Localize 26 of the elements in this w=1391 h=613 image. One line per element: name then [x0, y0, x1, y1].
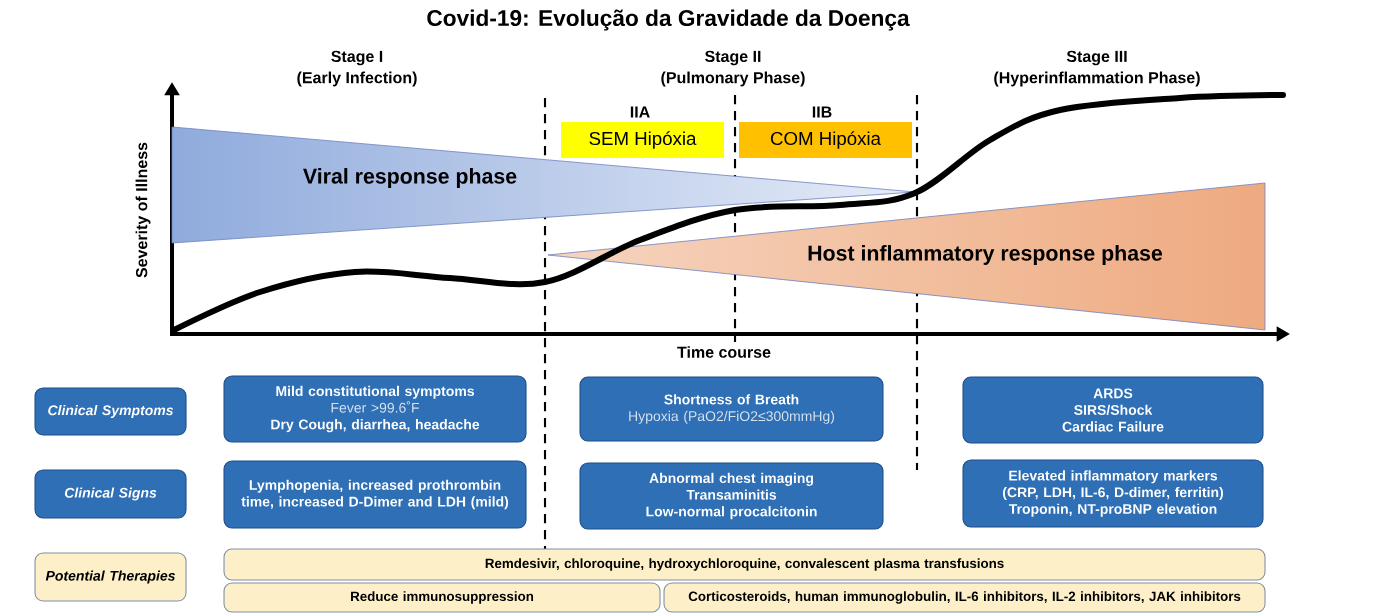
substage-label: IIA [630, 106, 650, 118]
finding-box: Lymphopenia, increased prothrombin time, increased D-Dimer and LDH (mild) [223, 460, 527, 529]
row-heading-box: Clinical Signs [34, 469, 187, 519]
stage-heading: Stage II [705, 50, 761, 66]
title: Covid-19: Evolução da Gravidade da Doença [427, 9, 910, 31]
finding-box: ARDS SIRS/Shock Cardiac Failure [962, 376, 1264, 444]
phase-triangle: Host inflammatory response phase [547, 182, 1266, 331]
therapy-box: Corticosteroids, human immunoglobulin, IL-6 inhibitors, IL-2 inhibitors, JAK inhibitors [663, 582, 1266, 613]
stage-heading: Stage I [331, 50, 383, 66]
row-heading-box: Clinical Symptoms [34, 387, 187, 436]
stage-heading: Stage III [1066, 50, 1127, 66]
axis-label: Time course [677, 346, 771, 358]
stage-heading: (Hyperinflammation Phase) [994, 71, 1200, 87]
substage-label: IIB [812, 106, 832, 118]
finding-box: Elevated inflammatory markers (CRP, LDH, IL-6, D-dimer, ferritin) Troponin, NT-proBNP elevation [962, 459, 1264, 528]
finding-box: Shortness of Breath Hypoxia (PaO2/FiO2≤300mmHg) [579, 376, 884, 442]
therapy-box: Reduce immunosuppression [223, 582, 661, 613]
finding-box: Abnormal chest imaging Transaminitis Low-normal procalcitonin [579, 462, 884, 530]
axis-label: Severity of Illness [135, 142, 151, 278]
stage-heading: (Early Infection) [297, 71, 417, 87]
hypoxia-label-box: COM Hipóxia [739, 122, 912, 158]
row-heading-box: Potential Therapies [34, 552, 187, 602]
hypoxia-label-box: SEM Hipóxia [561, 122, 724, 158]
therapy-box: Remdesivir, chloroquine, hydroxychloroquine, convalescent plasma transfusions [223, 548, 1266, 581]
finding-box: Mild constitutional symptoms Fever >99.6˚F Dry Cough, diarrhea, headache [223, 375, 527, 443]
stage-heading: (Pulmonary Phase) [661, 71, 805, 87]
